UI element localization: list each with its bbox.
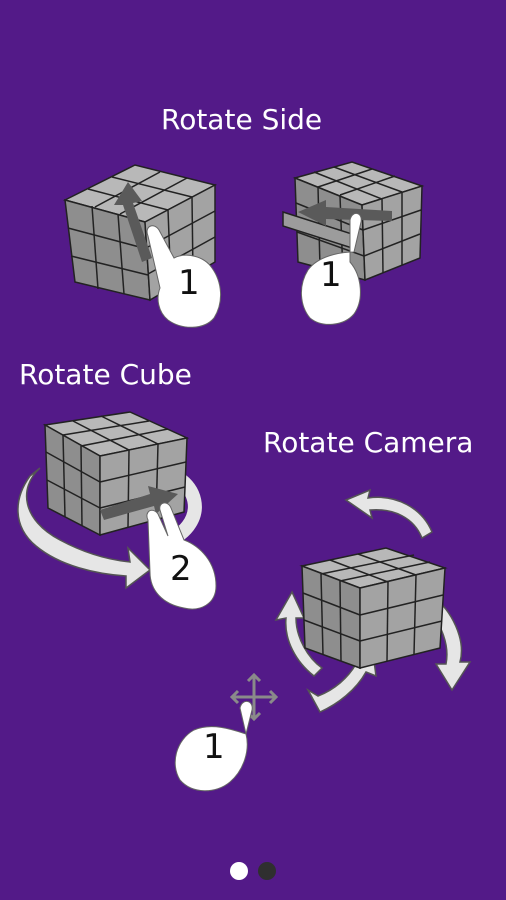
- finger-count-label: 1: [320, 255, 342, 295]
- page-dot-1[interactable]: [230, 862, 248, 880]
- finger-count-label: 2: [170, 549, 192, 589]
- rotate-cube-heading: Rotate Cube: [19, 358, 192, 391]
- rotate-camera-heading: Rotate Camera: [263, 426, 474, 459]
- hand-icon: 1: [301, 213, 362, 325]
- hand-icon: 1: [174, 701, 253, 792]
- rotate-side-right-illustration: 1: [282, 161, 425, 325]
- finger-count-label: 1: [178, 263, 200, 303]
- hand-icon: 1: [146, 225, 221, 328]
- cube-icon: [299, 547, 448, 670]
- arrow-left-icon: [298, 200, 392, 226]
- finger-count-label: 1: [203, 727, 225, 767]
- arrow-up-icon: [114, 182, 152, 262]
- rotate-side-left-illustration: 1: [62, 164, 221, 328]
- rotate-camera-illustration: 1: [174, 488, 472, 792]
- rotate-side-heading: Rotate Side: [161, 103, 323, 136]
- two-finger-hand-icon: 2: [146, 502, 217, 610]
- arrow-right-icon: [100, 486, 178, 520]
- page-dot-2[interactable]: [258, 862, 276, 880]
- rotate-cube-illustration: 2: [17, 411, 217, 610]
- move-arrows-icon: [229, 672, 279, 722]
- page-indicator: [0, 862, 506, 880]
